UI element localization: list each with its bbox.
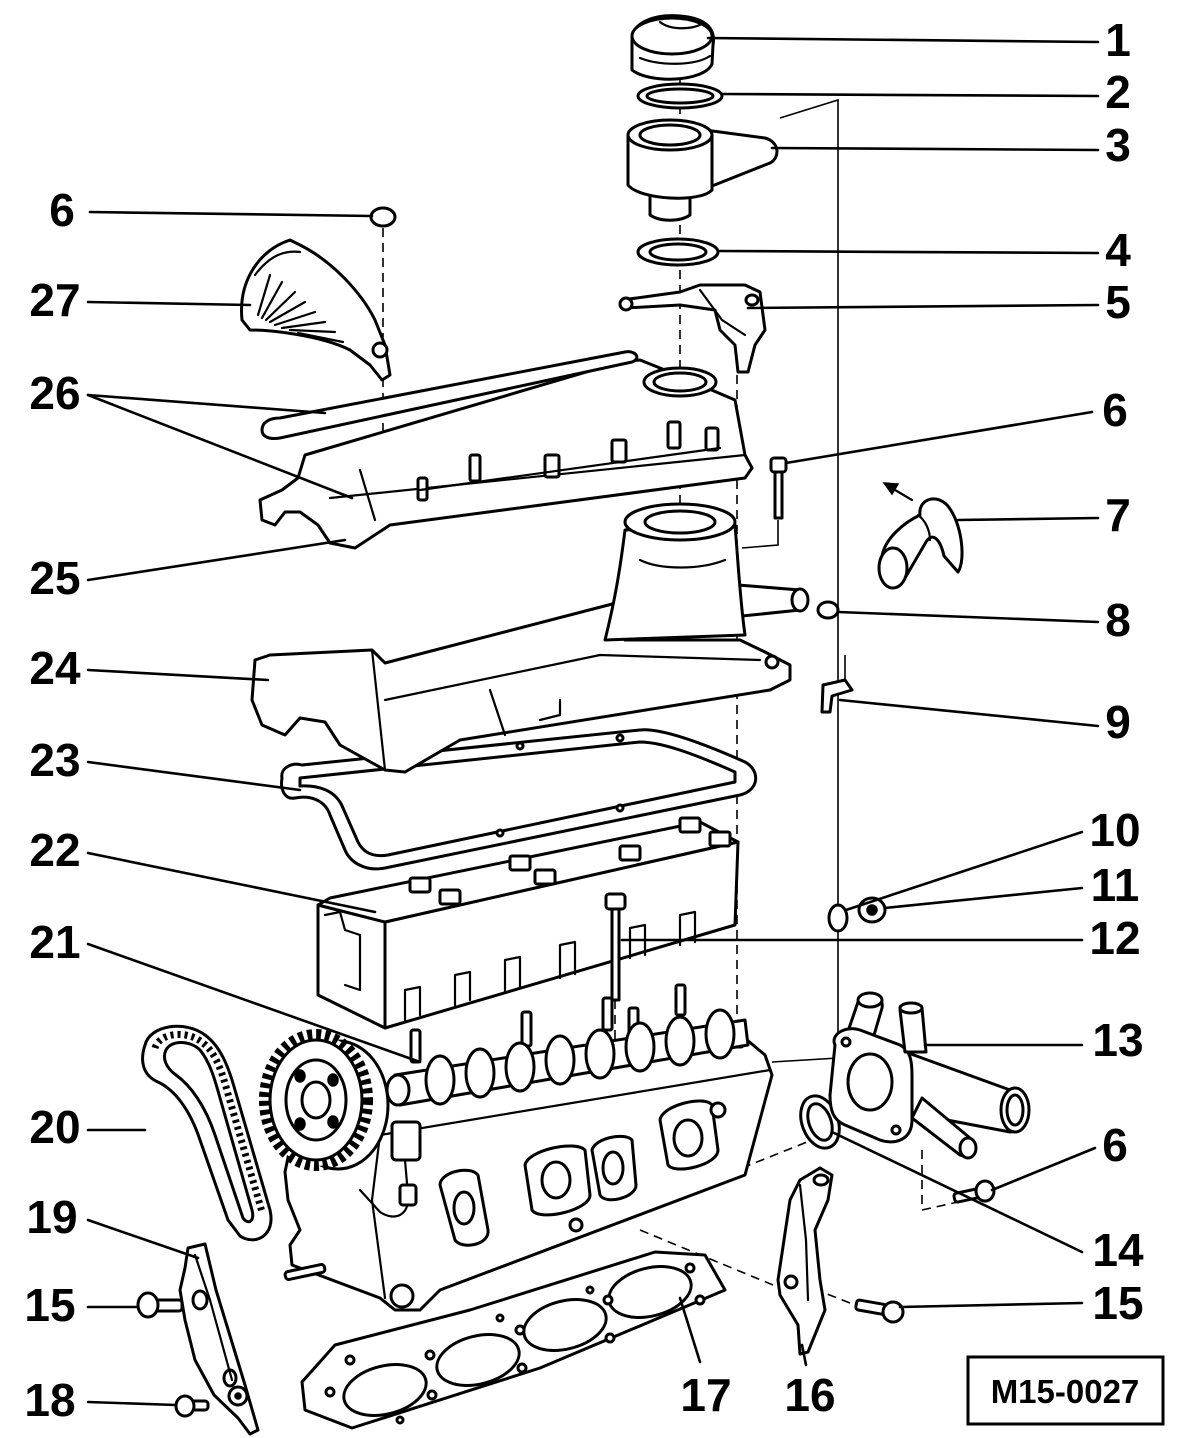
oil-filler-neck xyxy=(626,118,779,222)
callouts-left: 6 27 26 25 24 23 22 21 20 19 15 18 xyxy=(24,184,81,1426)
seal-6-top-left xyxy=(369,206,397,228)
leader-line-27 xyxy=(86,300,252,307)
gasket-4 xyxy=(636,237,720,267)
coolant-flange xyxy=(828,991,1031,1160)
cylinder-head-gasket xyxy=(300,1250,727,1430)
leader-line-26b xyxy=(86,393,354,500)
leader-line-15-right xyxy=(898,1301,1084,1309)
callout-5: 5 xyxy=(1105,276,1131,328)
figure-id: M15-0027 xyxy=(991,1373,1140,1410)
leader-line-16 xyxy=(800,1343,808,1367)
leader-line-6-bottom-right xyxy=(990,1146,1097,1192)
leader-line-2 xyxy=(720,92,1100,98)
callout-23: 23 xyxy=(29,734,80,786)
clip-9 xyxy=(820,678,854,714)
timing-belt-cover xyxy=(240,238,392,382)
bolt-15-left xyxy=(136,1291,184,1319)
figure-id-box: M15-0027 xyxy=(966,1355,1165,1426)
leader-line-23 xyxy=(86,760,302,792)
washer-8 xyxy=(816,600,840,620)
bracket-5 xyxy=(618,283,767,374)
callout-17: 17 xyxy=(680,1369,731,1421)
callout-16: 16 xyxy=(784,1369,835,1421)
leader-line-17 xyxy=(678,1296,702,1364)
leader-line-4 xyxy=(716,249,1100,255)
leader-line-6-top-left xyxy=(88,210,374,218)
callout-26: 26 xyxy=(29,367,80,419)
callouts-right: 1 2 3 4 5 6 7 8 9 10 11 12 13 6 14 15 xyxy=(1089,14,1144,1329)
bolt-15-right xyxy=(854,1298,905,1324)
callout-6-mid-right: 6 xyxy=(1102,384,1128,436)
callout-14: 14 xyxy=(1092,1224,1144,1276)
callout-25: 25 xyxy=(29,552,80,604)
leader-line-6-mid-right xyxy=(784,410,1094,465)
bearing-frame xyxy=(316,816,740,1030)
callout-19: 19 xyxy=(26,1191,77,1243)
callout-15-left: 15 xyxy=(24,1279,75,1331)
callout-2: 2 xyxy=(1105,66,1131,118)
sender-unit xyxy=(358,1120,422,1218)
callout-6-bottom-right: 6 xyxy=(1102,1119,1128,1171)
camshaft xyxy=(385,1008,750,1107)
callout-21: 21 xyxy=(29,916,80,968)
callout-24: 24 xyxy=(29,642,81,694)
callout-3: 3 xyxy=(1105,119,1131,171)
leader-line-18 xyxy=(86,1400,178,1407)
callout-12: 12 xyxy=(1089,912,1140,964)
leader-line-19 xyxy=(86,1218,200,1260)
camshaft-sprocket xyxy=(259,1029,390,1171)
callout-9: 9 xyxy=(1105,696,1131,748)
callout-15-right: 15 xyxy=(1092,1277,1143,1329)
figure-id-frame xyxy=(966,1355,1165,1426)
seal-ring-2 xyxy=(636,82,724,110)
leader-line-22 xyxy=(86,851,377,914)
leader-line-3 xyxy=(770,146,1100,152)
leader-line-21 xyxy=(86,942,422,1064)
callout-13: 13 xyxy=(1092,1014,1143,1066)
oil-filler-cap xyxy=(630,14,715,81)
leader-line-5 xyxy=(746,303,1100,310)
callout-7: 7 xyxy=(1105,489,1131,541)
callouts-bottom: 17 16 xyxy=(680,1369,835,1421)
callout-22: 22 xyxy=(29,824,80,876)
sealing-ring-10 xyxy=(827,903,849,933)
callout-11: 11 xyxy=(1091,859,1140,911)
leader-line-8 xyxy=(836,610,1100,624)
leader-line-7 xyxy=(956,516,1100,522)
gasket-strip xyxy=(260,350,639,440)
leader-line-26a xyxy=(86,393,327,415)
timing-belt xyxy=(141,1024,273,1242)
leader-line-14 xyxy=(830,1130,1084,1254)
gasket-small-holes xyxy=(324,1262,706,1425)
leader-line-11 xyxy=(883,886,1084,910)
callout-1: 1 xyxy=(1105,14,1131,66)
breather-hose xyxy=(877,482,964,590)
leader-line-25 xyxy=(86,538,347,582)
callout-27: 27 xyxy=(29,274,80,326)
callout-10: 10 xyxy=(1089,804,1140,856)
bolt-6-mid-right xyxy=(769,456,788,520)
bolt-12 xyxy=(604,892,627,1002)
leader-lines xyxy=(86,36,1100,1407)
cylinder-head-cover xyxy=(250,502,810,774)
leader-line-1 xyxy=(706,36,1100,44)
leader-line-24 xyxy=(86,668,270,682)
upper-cover xyxy=(258,358,754,550)
callout-20: 20 xyxy=(29,1101,80,1153)
bracket-16 xyxy=(776,1166,834,1356)
callout-4: 4 xyxy=(1105,224,1131,276)
callout-6-top-left: 6 xyxy=(49,184,75,236)
callout-8: 8 xyxy=(1105,594,1131,646)
leader-line-10 xyxy=(844,830,1084,912)
leader-line-9 xyxy=(838,698,1100,728)
callout-18: 18 xyxy=(24,1374,75,1426)
